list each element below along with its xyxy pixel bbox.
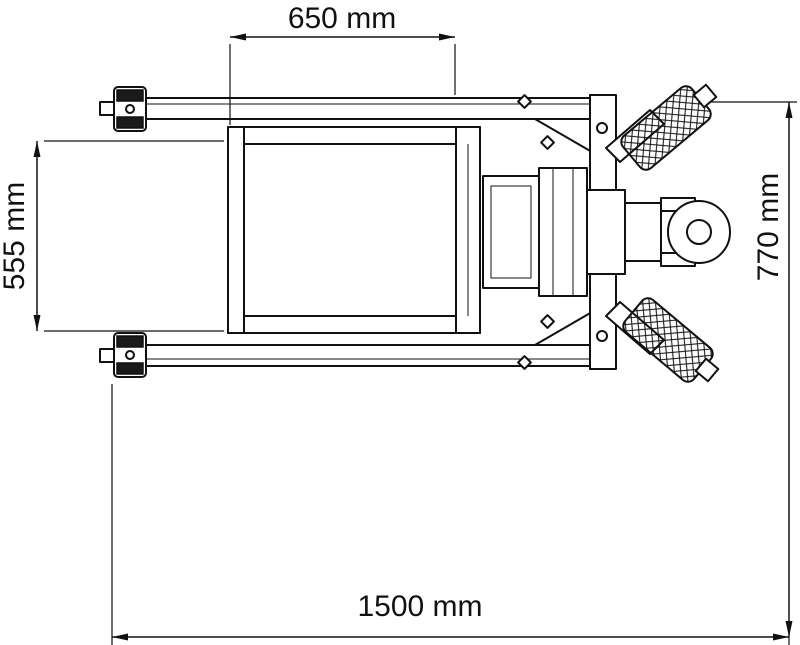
dim-label-bottom: 1500 mm [357,590,482,623]
bolt [596,122,608,134]
dim-label-left: 555 mm [0,182,31,290]
dim-label-right: 770 mm [752,173,785,281]
tire-band [116,89,144,102]
bolt [596,330,608,342]
dimension-right: 770 mm [710,101,797,645]
hydraulic-unit [482,167,731,297]
gusset-top [534,118,593,153]
bolt [540,135,555,150]
bolt [517,355,532,370]
platform-frame [227,126,481,334]
machine-top-view [99,83,731,383]
tire-band [116,362,144,375]
dimension-left: 555 mm [0,140,224,332]
rear-caster-bottom [622,297,720,383]
bolt [540,314,555,329]
front-wheel-bottom [99,332,147,378]
dimension-bottom: 1500 mm [111,384,789,645]
tire-band [116,116,144,129]
axle-bolt [125,350,135,360]
axle-bolt [125,104,135,114]
dimension-top: 650 mm [229,2,456,125]
rear-caster-top [620,83,718,171]
coupling-pin [686,219,712,245]
front-wheel-top [99,86,147,132]
caster-pad [694,357,720,383]
dim-label-top: 650 mm [288,2,396,35]
bolt [517,94,532,109]
cylinder-yoke [624,202,662,262]
tire-band [116,335,144,348]
fasteners [517,94,608,370]
gusset-bottom [534,311,593,346]
